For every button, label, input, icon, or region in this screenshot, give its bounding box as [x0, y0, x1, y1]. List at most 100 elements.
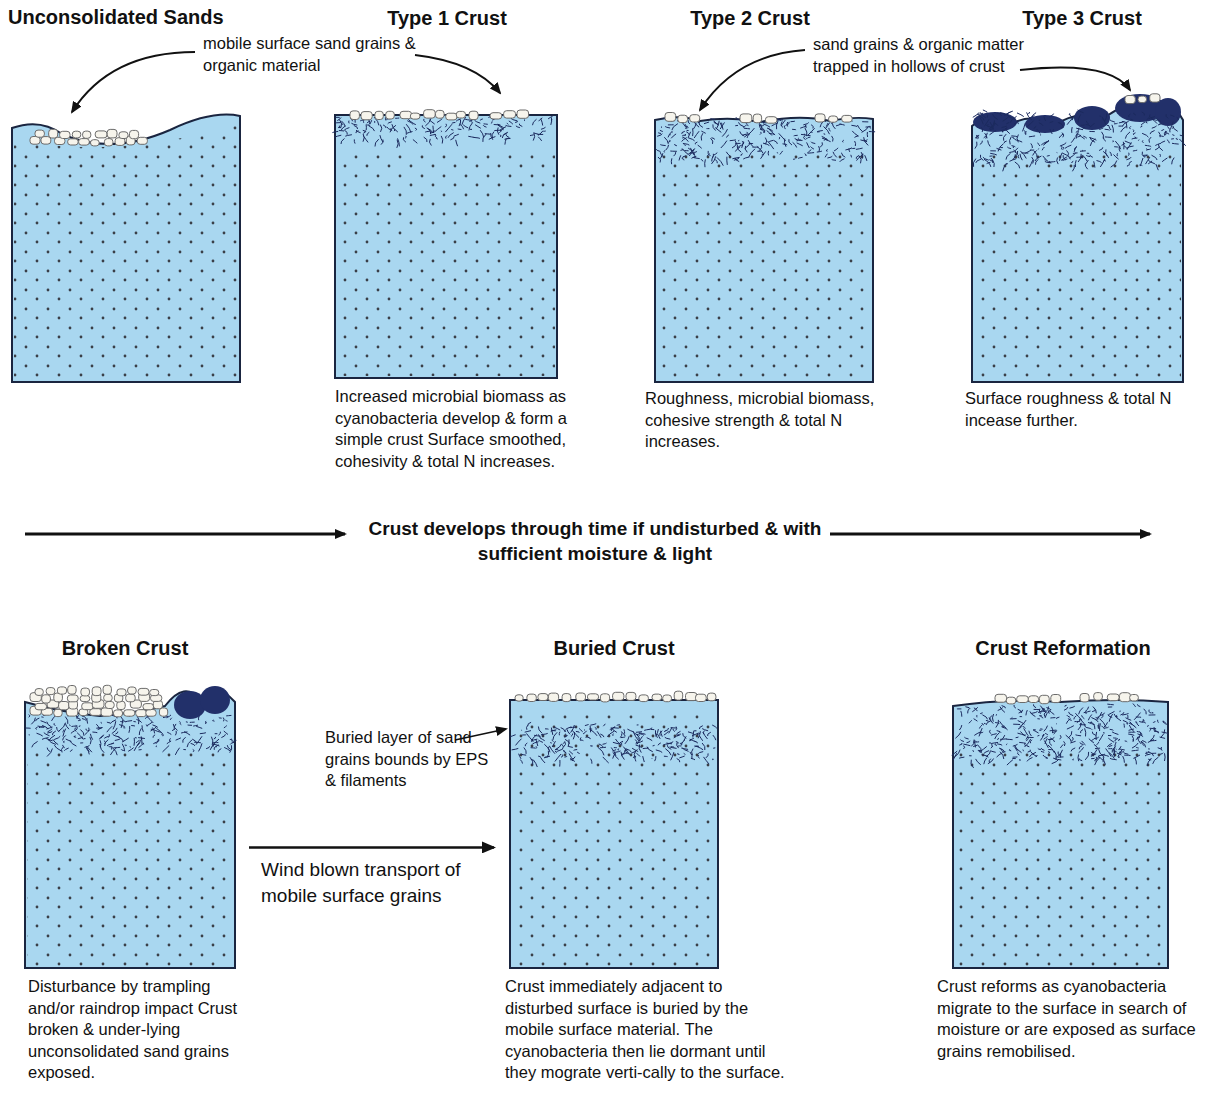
cyanobacteria-filament [984, 751, 989, 754]
cyanobacteria-filament [63, 729, 66, 737]
cyanobacteria-filament [824, 138, 827, 140]
cyanobacteria-filament [1072, 165, 1074, 171]
cyanobacteria-filament [1172, 143, 1179, 145]
cyanobacteria-filament [345, 135, 352, 137]
cyanobacteria-filament [341, 121, 345, 127]
cyanobacteria-filament [671, 132, 672, 133]
cyanobacteria-filament [1134, 113, 1136, 115]
cyanobacteria-filament [1045, 733, 1048, 735]
cyanobacteria-filament [1138, 139, 1140, 141]
cyanobacteria-filament [635, 758, 636, 762]
cyanobacteria-filament [121, 749, 124, 750]
cyanobacteria-filament [1071, 748, 1075, 752]
sand-grain [1150, 94, 1160, 102]
cyanobacteria-filament [538, 131, 543, 136]
cyanobacteria-filament [669, 134, 671, 136]
cyanobacteria-filament [1039, 119, 1040, 121]
sand-grain [587, 694, 598, 700]
cyanobacteria-filament [521, 730, 523, 731]
cyanobacteria-filament [1156, 164, 1159, 170]
cyanobacteria-filament [1014, 150, 1018, 155]
cyanobacteria-filament [702, 743, 705, 750]
cyanobacteria-filament [1006, 123, 1009, 124]
callout-text: sand grains & organic matter trapped in … [813, 34, 1038, 77]
cyanobacteria-filament [224, 726, 227, 728]
cyanobacteria-filament [564, 750, 567, 754]
cyanobacteria-filament [1026, 735, 1028, 739]
cyanobacteria-filament [1146, 149, 1151, 150]
cyanobacteria-filament [1125, 141, 1132, 144]
cyanobacteria-filament [976, 715, 977, 717]
cyanobacteria-filament [990, 150, 996, 151]
cyanobacteria-filament [1172, 158, 1175, 165]
cyanobacteria-filament [1136, 747, 1139, 749]
cyanobacteria-filament [682, 158, 684, 160]
cyanobacteria-filament [173, 724, 177, 730]
cyanobacteria-filament [693, 157, 700, 158]
cyanobacteria-filament [224, 747, 230, 751]
cyanobacteria-filament [716, 121, 719, 129]
cyanobacteria-filament [991, 742, 998, 743]
cyanobacteria-filament [1012, 137, 1014, 138]
cyanobacteria-filament [1110, 758, 1117, 760]
cyanobacteria-filament [713, 735, 716, 740]
cyanobacteria-filament [505, 138, 506, 144]
cyanobacteria-filament [188, 725, 192, 726]
cyanobacteria-filament [700, 736, 703, 741]
cyanobacteria-filament [475, 125, 481, 129]
cyanobacteria-filament [777, 152, 778, 154]
cyanobacteria-filament [1000, 707, 1005, 713]
cyanobacteria-filament [515, 121, 518, 122]
cyanobacteria-filament [375, 139, 379, 146]
cyanobacteria-filament [1029, 160, 1032, 167]
cyanobacteria-filament [1036, 755, 1038, 757]
cyanobacteria-filament [1044, 726, 1048, 732]
cyanobacteria-filament [1038, 748, 1041, 749]
cyanobacteria-filament [973, 159, 976, 167]
cyanobacteria-filament [674, 144, 676, 146]
cyanobacteria-filament [842, 155, 845, 157]
cyanobacteria-filament [1100, 116, 1101, 117]
cyanobacteria-filament [469, 123, 473, 131]
cyanobacteria-filament [988, 140, 991, 146]
cyanobacteria-filament [1099, 147, 1103, 150]
cyanobacteria-filament [739, 144, 744, 147]
cyanobacteria-filament [686, 132, 689, 135]
cyanobacteria-filament [1089, 131, 1094, 132]
cyanobacteria-filament [1071, 137, 1075, 142]
cyanobacteria-filament [1018, 155, 1020, 158]
cyanobacteria-filament [972, 707, 978, 712]
cyanobacteria-filament [1146, 122, 1148, 124]
cyanobacteria-filament [625, 750, 628, 751]
cyanobacteria-filament [475, 120, 481, 123]
cyanobacteria-filament [120, 721, 123, 722]
cyanobacteria-filament [607, 731, 614, 737]
sand-grain [104, 694, 113, 701]
cyanobacteria-filament [783, 144, 788, 145]
cyanobacteria-filament [833, 152, 837, 158]
cyanobacteria-filament [65, 724, 69, 730]
cyanobacteria-filament [125, 745, 127, 747]
cyanobacteria-filament [142, 743, 144, 745]
cyanobacteria-filament [1032, 157, 1034, 163]
cyanobacteria-filament [1079, 747, 1084, 753]
cyanobacteria-filament [669, 727, 672, 733]
cyanobacteria-filament [678, 745, 680, 746]
cyanobacteria-filament [367, 132, 370, 136]
cyanobacteria-filament [848, 148, 850, 152]
cyanobacteria-filament [1009, 151, 1014, 153]
cyanobacteria-filament [780, 151, 783, 155]
cyanobacteria-filament [1148, 160, 1155, 164]
cyanobacteria-filament [1016, 736, 1019, 738]
sand-grain [740, 114, 752, 123]
cyanobacteria-filament [139, 749, 142, 751]
cyanobacteria-filament [1056, 723, 1058, 724]
cyanobacteria-filament [441, 136, 443, 144]
cyanobacteria-filament [1076, 131, 1078, 139]
cyanobacteria-filament [985, 136, 987, 138]
cyanobacteria-filament [1128, 114, 1130, 117]
cyanobacteria-filament [1004, 141, 1007, 143]
cyanobacteria-filament [511, 118, 518, 121]
cyanobacteria-filament [181, 732, 187, 733]
cyanobacteria-filament [552, 740, 554, 741]
